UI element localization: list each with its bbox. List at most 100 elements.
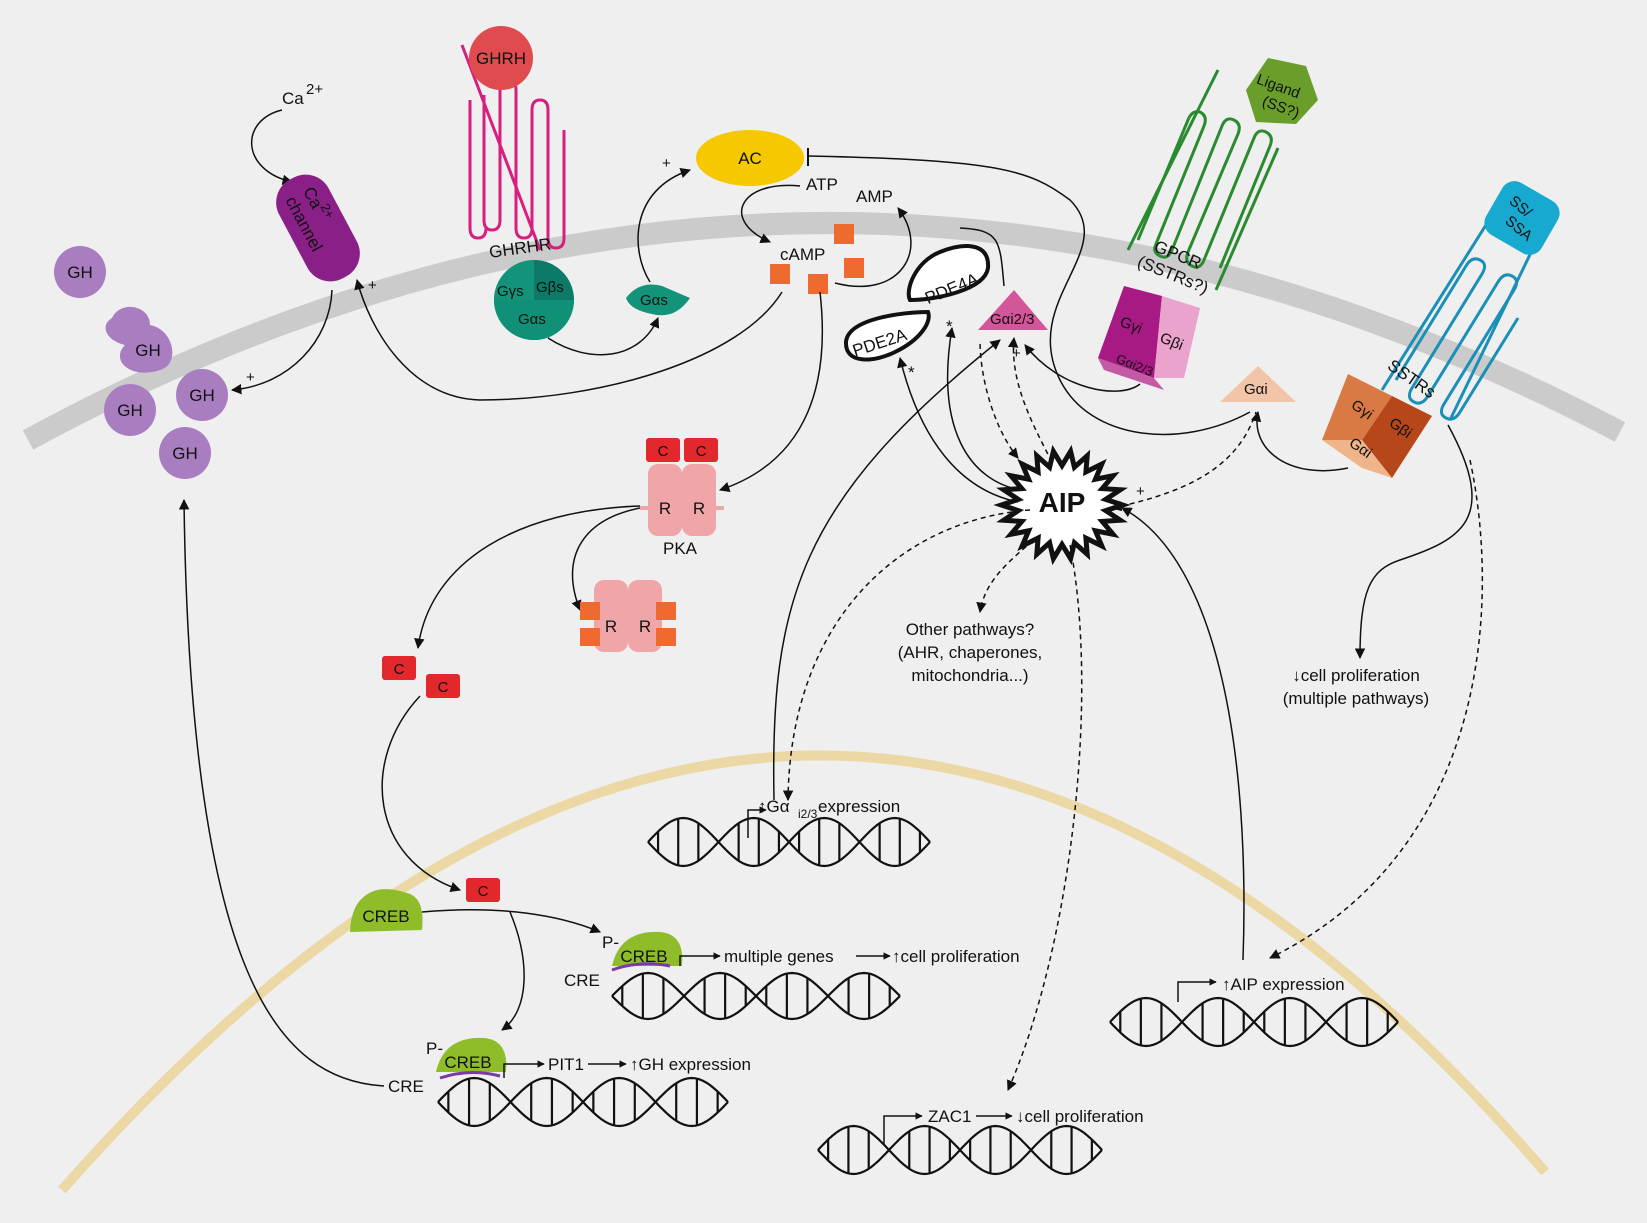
ghrh-receptor <box>460 44 566 251</box>
camp-to-pka-arrow <box>719 291 824 492</box>
svg-text:Gαs: Gαs <box>640 292 668 309</box>
sstrs-label: SSTRs <box>1384 356 1439 402</box>
svg-text:PKA: PKA <box>663 539 698 558</box>
adenylyl-cyclase: AC <box>696 130 804 186</box>
dna-double-helix <box>1109 996 1399 1048</box>
ca-channel: Ca 2+ channel <box>276 174 360 282</box>
g-alpha-i23: Gαi2/3 <box>978 290 1048 330</box>
gh-granule: GH <box>176 369 228 421</box>
pka-regulatory-subunits: R R <box>580 580 676 652</box>
svg-text:C: C <box>478 883 489 900</box>
gi23-release-arrow <box>1024 344 1141 392</box>
gh-expression-to-granule-arrow <box>178 498 385 1087</box>
gh-exocytosis: GH <box>105 306 173 373</box>
svg-text:P-: P- <box>602 933 619 952</box>
camp-to-amp-arrow <box>834 207 912 288</box>
svg-text:GH: GH <box>135 341 161 360</box>
camp-to-ca-channel-arrow <box>354 278 783 401</box>
sstr-to-prolif-arrow <box>1354 424 1473 660</box>
aip-to-pde2a-arrow <box>897 356 1019 503</box>
gai23-expression-label: ↑Gα i2/3 expression <box>758 797 900 821</box>
pde4a: PDE4A <box>906 244 991 308</box>
svg-text:CREB: CREB <box>620 947 667 966</box>
svg-text:expression: expression <box>818 797 900 816</box>
catalytic-to-nucleus-arrow <box>381 695 461 892</box>
svg-text:CREB: CREB <box>444 1053 491 1072</box>
ss-ssa-ligand: SS/ SSA <box>1484 181 1560 255</box>
gs-release-arrow <box>547 317 660 356</box>
plus-sign: + <box>246 369 255 386</box>
dna-double-helix <box>437 1076 729 1128</box>
transcription-arrow <box>883 1112 923 1144</box>
transcription-arrow <box>747 806 767 838</box>
svg-text:R: R <box>605 617 617 636</box>
svg-text:GH: GH <box>117 401 143 420</box>
zac1-label: ZAC1 <box>928 1107 971 1126</box>
aip-to-gai23-dashed <box>1007 336 1053 463</box>
dna-strand <box>611 971 901 1021</box>
svg-text:CREB: CREB <box>362 907 409 926</box>
aip-to-pde4a-arrow <box>945 326 1021 491</box>
dna-double-helix <box>817 1124 1103 1176</box>
gpcr-receptor <box>1126 69 1280 291</box>
dna-strand <box>817 1124 1103 1176</box>
camp-molecules <box>770 224 864 294</box>
down-prolif-label: ↓cell proliferation <box>1016 1107 1144 1126</box>
svg-text:i2/3: i2/3 <box>798 807 818 821</box>
other-pathways-label: Other pathways? <box>906 620 1035 639</box>
dna-strand <box>437 1076 729 1128</box>
gai23-expression-to-gai23-arrow <box>772 339 1001 801</box>
gs-to-ac-arrow <box>637 168 691 283</box>
svg-text:R: R <box>693 499 705 518</box>
svg-text:R: R <box>639 617 651 636</box>
ghrh-ligand: GHRH <box>469 26 533 90</box>
svg-text:C: C <box>696 443 707 460</box>
svg-text:CRE: CRE <box>564 971 600 990</box>
ca-to-gh-release-arrow <box>230 289 333 395</box>
svg-text:Gβs: Gβs <box>536 279 564 296</box>
aip-to-other-pathways-dashed <box>976 534 1041 614</box>
dna-double-helix <box>611 971 901 1021</box>
plus-sign: + <box>662 155 671 172</box>
plus-sign: + <box>1136 483 1145 500</box>
dna-double-helix <box>647 816 931 868</box>
calcium-label: Ca 2+ <box>282 81 323 108</box>
star-sign: * <box>946 317 953 336</box>
cell-prolif-label: ↓cell proliferation <box>1292 666 1420 685</box>
nuclear-membrane <box>58 750 1549 1194</box>
ligand-ss: Ligand (SS?) <box>1246 58 1318 124</box>
ca-influx-arrow <box>250 109 294 185</box>
transcription-arrow <box>503 1060 545 1078</box>
gh-granule: GH <box>104 384 156 436</box>
svg-text:GHRH: GHRH <box>476 49 526 68</box>
gai-release-arrow <box>1250 410 1349 472</box>
cell-membrane <box>22 212 1626 450</box>
svg-text:GH: GH <box>67 263 93 282</box>
g-alpha-i: Gαi <box>1220 366 1296 402</box>
pka-to-catalytic-arrow <box>414 505 641 650</box>
other-pathways-label: mitochondria...) <box>911 666 1028 685</box>
svg-text:GH: GH <box>189 386 215 405</box>
svg-text:↑Gα: ↑Gα <box>758 797 790 816</box>
gai-inhibits-ac-line <box>807 155 1251 436</box>
svg-text:AC: AC <box>738 149 762 168</box>
svg-text:Gαs: Gαs <box>518 311 546 328</box>
multiple-genes-label: multiple genes <box>724 947 834 966</box>
plus-sign: + <box>1012 345 1021 362</box>
gi-heterotrimer-sstr: Gγi Gβi Gαi <box>1322 374 1432 478</box>
gs-heterotrimer: Gγs Gβs Gαs <box>494 260 574 340</box>
pka-to-regulatory-arrow <box>571 507 641 611</box>
sstr-to-aip-expression-dashed <box>1269 459 1484 959</box>
svg-text:Ca: Ca <box>282 89 304 108</box>
atp-label: ATP <box>806 175 838 194</box>
svg-text:AIP: AIP <box>1039 487 1086 518</box>
cell-prolif-label: (multiple pathways) <box>1283 689 1429 708</box>
gh-granule: GH <box>54 246 106 298</box>
other-pathways-label: (AHR, chaperones, <box>898 643 1043 662</box>
camp-label: cAMP <box>780 245 825 264</box>
gh-expression-label: ↑GH expression <box>630 1055 751 1074</box>
creb-phosphorylation-arrow <box>421 908 601 934</box>
star-sign: * <box>908 363 915 382</box>
